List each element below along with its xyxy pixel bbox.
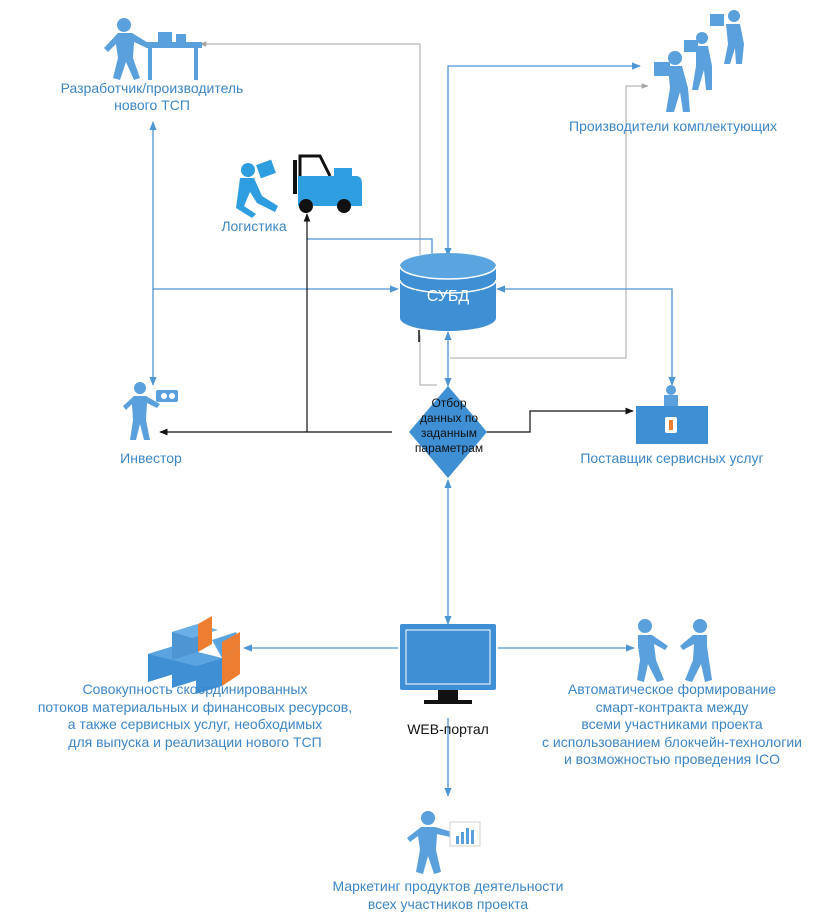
flows-label: Совокупность скоординированных потоков м… [38,681,352,751]
suppliers-label-line-1: Производители комплектующих [569,118,777,134]
service-provider-label-line-1: Поставщик сервисных услуг [580,450,764,466]
suppliers-label: Производители комплектующих [569,118,777,135]
developer-label-line-1: Разработчик/производитель [60,80,244,96]
connectors [149,41,676,797]
flows-label-line-4: для выпуска и реализации нового ТСП [68,733,322,750]
filter-label-line-2: данных по [419,411,479,425]
smart-contract-label-line-1: Автоматическое формирование [567,681,777,697]
filter-label: Отбор данных по заданным параметрам [415,396,483,456]
person-with-money-icon [123,382,178,440]
service-provider-label: Поставщик сервисных услуг [580,450,763,467]
people-carrying-boxes-icon [654,10,744,112]
flows-label-line-2: потоков материальных и финансовых ресурс… [37,698,353,715]
logistics-label: Логистика [221,218,286,235]
person-with-conveyor-icon [104,18,202,80]
handshake-icon [637,619,712,682]
dbms-label-text: СУБД [426,288,470,305]
monitor-icon [400,624,496,704]
connector-filter-suppliers [419,335,437,386]
filter-label-line-1: Отбор [431,396,467,410]
smart-contract-label-line-5: и возможностью проведения ICO [563,751,781,767]
database-icon [399,253,497,331]
web-portal-label-text: WEB-портал [407,721,489,737]
smart-contract-label: Автоматическое формирование смарт-контра… [542,681,802,769]
developer-label-line-2: нового ТСП [114,97,190,113]
diamond-decision [409,386,487,478]
marketing-label: Маркетинг продуктов деятельности всех уч… [333,877,564,913]
flows-label-line-1: Совокупность скоординированных [82,681,308,697]
forklift-icon [236,154,362,218]
marketing-label-line-2: всех участников проекта [367,896,529,912]
filter-label-line-4: параметрам [414,441,484,455]
connector-service-dbms [496,285,676,386]
connector-dbms-suppliers [444,62,641,257]
web-portal-label: WEB-портал [407,721,489,738]
investor-label: Инвестор [120,450,182,467]
dbms-label: СУБД [427,288,470,305]
connector-dbms-developer [199,41,421,255]
flows-label-line-3: а также сервисных услуг, необходимых [67,716,323,732]
filter-label-line-3: заданным [421,426,477,440]
smart-contract-label-line-2: смарт-контракта между [595,698,749,715]
service-desk-icon [636,385,708,444]
smart-contract-label-line-4: с использованием блокчейн-технологии [542,733,802,750]
logistics-label-line-1: Логистика [221,218,287,234]
connector-filter-service [486,407,634,433]
blocks-icon [148,616,240,694]
person-with-chart-icon [407,811,481,874]
smart-contract-label-line-3: всеми участниками проекта [581,716,763,732]
connector-logistics-dbms [307,238,433,256]
investor-label-line-1: Инвестор [120,450,182,466]
developer-label: Разработчик/производитель нового ТСП [61,80,244,114]
marketing-label-line-1: Маркетинг продуктов деятельности [332,878,564,894]
